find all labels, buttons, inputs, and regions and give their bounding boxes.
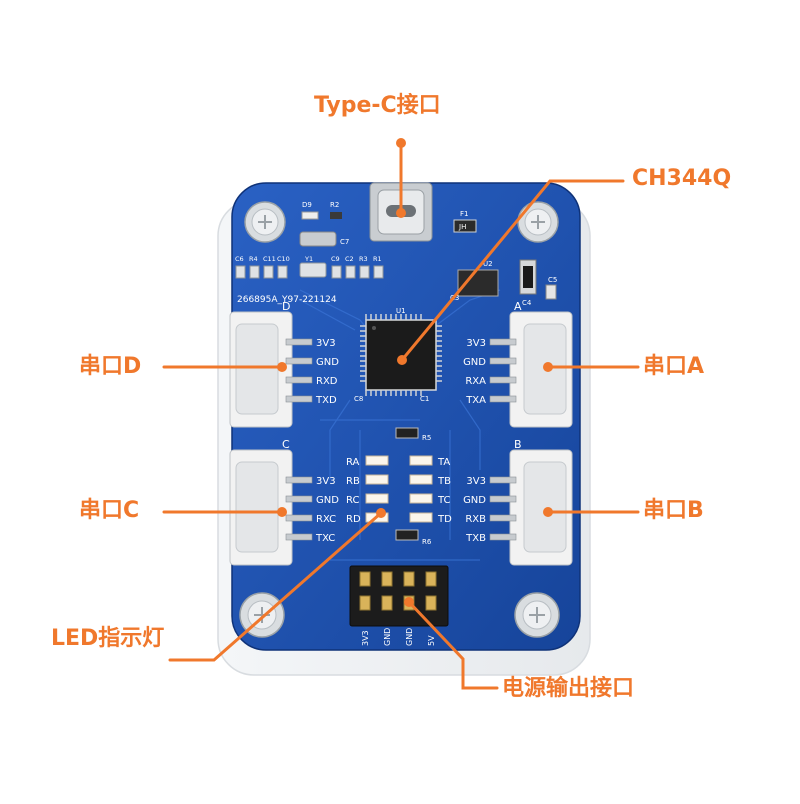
silk-passive-r4: R4 bbox=[249, 255, 258, 263]
silk-port-c-pin-3: TXC bbox=[315, 533, 335, 544]
silk-led-ta: TA bbox=[437, 457, 450, 468]
led-tc bbox=[409, 493, 433, 504]
callout-port-c: 串口C bbox=[79, 498, 140, 523]
silk-f1: F1 bbox=[460, 210, 468, 218]
silk-led-ra: RA bbox=[346, 457, 360, 468]
leader-led bbox=[168, 511, 383, 662]
silk-d9: D9 bbox=[302, 201, 312, 209]
silk-passive-c11: C11 bbox=[263, 255, 276, 263]
silk-port-c-pin-1: GND bbox=[316, 495, 339, 506]
callout-led: LED指示灯 bbox=[51, 626, 165, 651]
led-ra bbox=[365, 455, 389, 466]
callout-typec: Type-C接口 bbox=[314, 93, 441, 118]
silk-port-d-pin-3: TXD bbox=[315, 395, 337, 406]
silk-passive-c10: C10 bbox=[277, 255, 290, 263]
silk-c5: C5 bbox=[548, 276, 557, 284]
silk-passive-y1: Y1 bbox=[304, 255, 313, 263]
jst-port-c bbox=[229, 449, 313, 566]
silk-led-rd: RD bbox=[346, 514, 361, 525]
led-tb bbox=[409, 474, 433, 485]
silk-port-a-pin-2: RXA bbox=[465, 376, 486, 387]
silk-led-tc: TC bbox=[437, 495, 451, 506]
silk-passive-r1: R1 bbox=[373, 255, 382, 263]
callout-port-a: 串口A bbox=[643, 354, 705, 379]
silk-port-b-pin-3: TXB bbox=[465, 533, 486, 544]
led-ta bbox=[409, 455, 433, 466]
silk-port-b-letter: B bbox=[514, 438, 522, 451]
silk-port-b-pin-2: RXB bbox=[465, 514, 486, 525]
silk-port-c-letter: C bbox=[282, 438, 290, 451]
silk-port-d-letter: D bbox=[282, 300, 290, 313]
top-small-components bbox=[299, 211, 477, 247]
ch344q-chip bbox=[360, 314, 442, 396]
silk-port-a-pin-3: TXA bbox=[465, 395, 486, 406]
silk-passive-c2: C2 bbox=[345, 255, 354, 263]
leader-ch344q bbox=[400, 179, 625, 362]
silk-r5: R5 bbox=[422, 434, 431, 442]
silk-led-td: TD bbox=[437, 514, 452, 525]
silk-ic-label: U1 bbox=[396, 307, 406, 315]
silk-port-d-pin-1: GND bbox=[316, 357, 339, 368]
silk-c1: C1 bbox=[420, 395, 429, 403]
jst-port-b bbox=[489, 449, 573, 566]
silk-port-a-pin-1: GND bbox=[463, 357, 486, 368]
silk-led-tb: TB bbox=[437, 476, 451, 487]
silk-led-rb: RB bbox=[346, 476, 360, 487]
silk-power-pin-0: 3V3 bbox=[361, 630, 370, 646]
silk-port-c-pin-0: 3V3 bbox=[316, 476, 336, 487]
pcb-traces bbox=[299, 289, 501, 561]
silk-r2: R2 bbox=[330, 201, 339, 209]
leader-dots bbox=[277, 138, 553, 607]
silk-r6: R6 bbox=[422, 538, 432, 546]
jst-connectors bbox=[229, 311, 573, 566]
silk-c4: C4 bbox=[522, 299, 532, 307]
silk-passive-c6: C6 bbox=[235, 255, 244, 263]
led-rb bbox=[365, 474, 389, 485]
silk-port-d-pin-0: 3V3 bbox=[316, 338, 336, 349]
led-indicators bbox=[365, 455, 433, 523]
silk-power-pin-2: GND bbox=[405, 628, 414, 646]
silk-jh: JH bbox=[458, 223, 466, 231]
silk-passive-c9: C9 bbox=[331, 255, 340, 263]
silk-port-b-pin-1: GND bbox=[463, 495, 486, 506]
callout-power: 电源输出接口 bbox=[502, 676, 635, 701]
jst-port-d bbox=[229, 311, 313, 428]
screw-top-right bbox=[517, 201, 559, 243]
silk-port-c-pin-2: RXC bbox=[316, 514, 336, 525]
callout-ch344q: CH344Q bbox=[632, 166, 732, 191]
leader-power bbox=[407, 600, 499, 690]
power-header bbox=[349, 565, 449, 627]
screw-bottom-right bbox=[514, 592, 560, 638]
led-rc bbox=[365, 493, 389, 504]
silk-port-b-pin-0: 3V3 bbox=[466, 476, 486, 487]
silk-led-rc: RC bbox=[346, 495, 359, 506]
callout-port-b: 串口B bbox=[643, 498, 704, 523]
silk-power-pin-3: 5V bbox=[427, 635, 436, 646]
silk-passive-r3: R3 bbox=[359, 255, 368, 263]
callout-port-d: 串口D bbox=[79, 354, 142, 379]
silkscreen-labels: 266895A_Y97-221124 U1 D9 R2 C7 F1 JH U2 … bbox=[235, 201, 557, 646]
silk-port-a-letter: A bbox=[514, 300, 522, 313]
silk-serial-number: 266895A_Y97-221124 bbox=[237, 295, 337, 305]
screw-top-left bbox=[244, 201, 286, 243]
silk-u2: U2 bbox=[483, 260, 493, 268]
silk-port-a-pin-0: 3V3 bbox=[466, 338, 486, 349]
leader-lines bbox=[162, 141, 640, 690]
resistor-arrays bbox=[395, 427, 419, 541]
passive-row-parts bbox=[235, 262, 384, 279]
led-td bbox=[409, 512, 433, 523]
silk-c7: C7 bbox=[340, 238, 349, 246]
silk-c8: C8 bbox=[354, 395, 363, 403]
silk-power-pin-1: GND bbox=[383, 628, 392, 646]
silk-port-d-pin-2: RXD bbox=[316, 376, 338, 387]
